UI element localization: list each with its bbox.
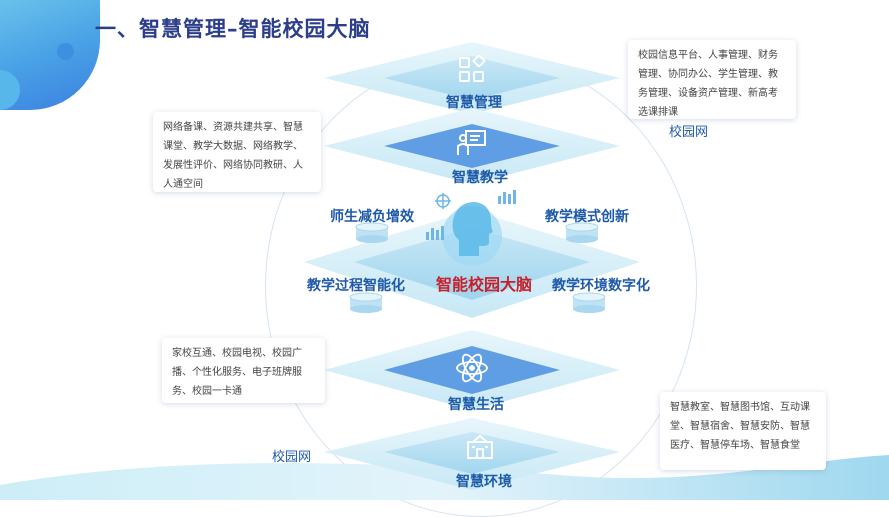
database-cylinder-icon (564, 222, 600, 244)
database-cylinder-icon (348, 292, 384, 314)
campus-network-label-top: 校园网 (669, 125, 709, 140)
management-callout: 校园信息平台、人事管理、财务管理、协同办公、学生管理、教务管理、设备资产管理、新… (628, 40, 796, 119)
page-title: 一、智慧管理–智能校园大脑 (95, 17, 371, 41)
layer-management-diamond (324, 42, 620, 114)
environment-callout: 智慧教室、智慧图书馆、互动课堂、智慧宿舍、智慧安防、智慧医疗、智慧停车场、智慧食… (660, 392, 826, 470)
layer-diagram (304, 42, 640, 490)
layer-management-label: 智慧管理 (446, 95, 502, 111)
layer-teaching-label: 智慧教学 (452, 170, 508, 186)
database-cylinder-icon (354, 222, 390, 244)
building-icon (465, 434, 495, 464)
database-cylinder-icon (571, 292, 607, 314)
campus-network-label-bottom: 校园网 (272, 450, 312, 465)
center-brain-label: 智能校园大脑 (435, 275, 533, 294)
center-top-right-label: 教学模式创新 (545, 209, 629, 225)
center-top-left-label: 师生减负增效 (330, 209, 414, 225)
layer-environment-diamond (324, 418, 620, 490)
layer-life-label: 智慧生活 (448, 397, 504, 413)
target-icon (435, 193, 451, 209)
corner-decoration-small (0, 70, 20, 110)
atom-icon (455, 352, 489, 388)
center-bottom-left-label: 教学过程智能化 (307, 278, 405, 294)
center-bottom-right-label: 教学环境数字化 (552, 278, 650, 294)
bar-mark-icon (426, 190, 516, 240)
teacher-board-icon (456, 128, 488, 162)
life-callout: 家校互通、校园电视、校园广播、个性化服务、电子班牌服务、校园一卡通 (162, 338, 325, 403)
app-grid-icon (457, 54, 487, 89)
layer-environment-label: 智慧环境 (456, 474, 512, 490)
teaching-callout: 网络备课、资源共建共享、智慧课堂、教学大数据、网络教学、发展性评价、网络协同教研… (153, 112, 321, 192)
decorative-dot (57, 43, 74, 60)
ai-head-icon (449, 198, 495, 262)
